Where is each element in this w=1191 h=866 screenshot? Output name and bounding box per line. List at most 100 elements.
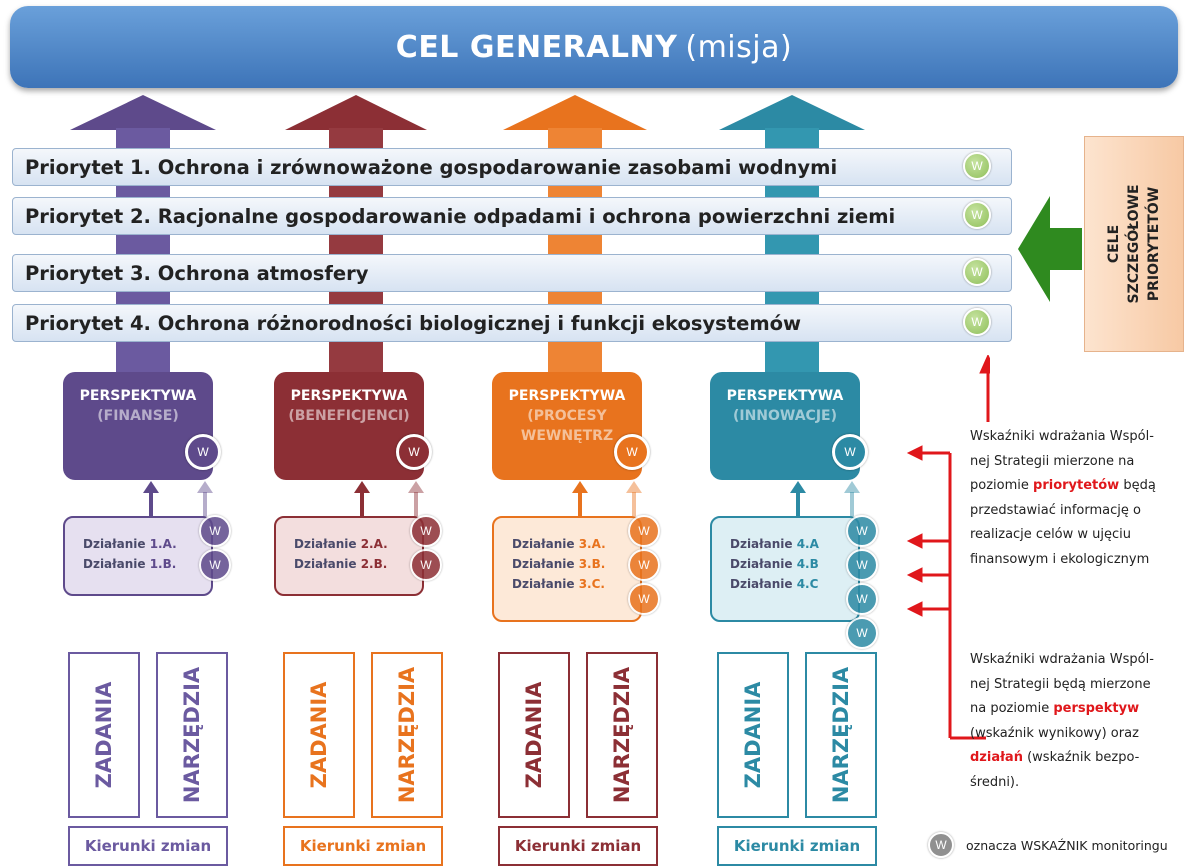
perspective-title: PERSPEKTYWA	[290, 388, 408, 404]
action-prefix: Działanie	[512, 557, 579, 571]
action-item: Działanie 3.B.	[512, 554, 640, 574]
action-number: 4.A	[796, 537, 819, 551]
tools-box: NARZĘDZIA	[156, 652, 228, 818]
tools-label: NARZĘDZIA	[829, 666, 853, 804]
note2-line: średni).	[970, 774, 1020, 790]
directions-label: Kierunki zmian	[299, 837, 427, 855]
tasks-box: ZADANIA	[68, 652, 140, 818]
note2-line: (wskaźnik wynikowy) oraz	[970, 725, 1139, 741]
red-left-arrow-icon	[906, 445, 923, 461]
perspective-subtitle: (FINANSE)	[97, 408, 179, 424]
action-item: Działanie 2.B.	[294, 554, 422, 574]
note2-line: działań (wskaźnik bezpo-	[970, 746, 1185, 771]
tasks-box: ZADANIA	[717, 652, 789, 818]
action-number: 3.B.	[578, 557, 606, 571]
note1-line: realizacje celów w ujęciu	[970, 527, 1132, 542]
indicator-w-icon: W	[846, 583, 878, 615]
note1-line: przedstawiać informację o	[970, 502, 1141, 518]
side-box-line2: SZCZEGÓŁOWE	[1126, 184, 1142, 304]
indicator-w-icon: W	[396, 434, 432, 470]
tools-label: NARZĘDZIA	[395, 666, 419, 804]
perspective-subtitle: (BENEFICJENCI)	[288, 408, 410, 424]
action-prefix: Działanie	[512, 577, 579, 591]
indicator-w-icon: W	[846, 549, 878, 581]
indicator-w-icon: W	[410, 549, 442, 581]
side-box-line3: PRIORYTETÓW	[1146, 186, 1162, 302]
note2-line: Wskaźniki wdrażania Wspól-	[970, 652, 1154, 667]
red-left-arrow-icon	[906, 567, 923, 583]
perspective-subtitle: (PROCESY	[527, 408, 607, 424]
indicator-w-icon: W	[614, 434, 650, 470]
priority-4-label: Priorytet 4. Ochrona różnorodności biolo…	[25, 311, 802, 335]
side-box-line1: CELE	[1106, 224, 1122, 264]
note2-line: nej Strategii będą mierzone	[970, 676, 1151, 692]
tasks-label: ZADANIA	[307, 681, 331, 789]
indicator-w-icon: W	[628, 549, 660, 581]
indicator-w-icon: W	[963, 152, 991, 180]
directions-of-change-box: Kierunki zmian	[283, 826, 443, 866]
legend-text: oznacza WSKAŹNIK monitoringu	[966, 838, 1168, 853]
note1-highlight: priorytetów	[1033, 478, 1120, 493]
note2-text: (wskaźnik bezpo-	[1022, 750, 1140, 765]
priority-3-label: Priorytet 3. Ochrona atmosfery	[25, 261, 369, 285]
priority-1-label: Priorytet 1. Ochrona i zrównoważone gosp…	[25, 155, 838, 179]
directions-label: Kierunki zmian	[84, 837, 212, 855]
specific-goals-box: CELE SZCZEGÓŁOWE PRIORYTETÓW	[1084, 136, 1184, 352]
action-item: Działanie 4.B	[730, 554, 858, 574]
tools-box: NARZĘDZIA	[586, 652, 658, 818]
action-number: 4.C	[796, 577, 819, 591]
note2-highlight: działań	[970, 750, 1023, 765]
banner-title-bold: CEL GENERALNY	[395, 29, 678, 65]
directions-label: Kierunki zmian	[733, 837, 861, 855]
action-item: Działanie 1.A.	[83, 534, 211, 554]
actions-box: Działanie 3.A.Działanie 3.B.Działanie 3.…	[492, 516, 642, 622]
tasks-label: ZADANIA	[92, 681, 116, 789]
note2-text: na poziomie	[970, 701, 1054, 716]
action-number: 1.B.	[149, 557, 177, 571]
banner-title-rest: (misja)	[685, 29, 793, 65]
indicator-w-icon: W	[963, 308, 991, 336]
perspective-subtitle: WEWNĘTRZ	[520, 428, 614, 444]
red-left-arrow-icon	[906, 601, 923, 617]
perspective-subtitle: (INNOWACJE)	[732, 408, 838, 424]
indicator-w-icon: W	[628, 583, 660, 615]
directions-of-change-box: Kierunki zmian	[717, 826, 877, 866]
note1-text: będą	[1119, 478, 1156, 493]
note2-highlight: perspektyw	[1053, 701, 1140, 716]
red-left-arrow-icon	[906, 533, 923, 549]
indicator-w-icon: W	[963, 201, 991, 229]
indicator-w-icon: W	[963, 258, 991, 286]
action-number: 2.B.	[360, 557, 388, 571]
action-number: 2.A.	[360, 537, 388, 551]
action-prefix: Działanie	[294, 557, 361, 571]
action-item: Działanie 4.C	[730, 574, 858, 594]
action-item: Działanie 3.C.	[512, 574, 640, 594]
action-number: 3.A.	[578, 537, 606, 551]
tools-box: NARZĘDZIA	[805, 652, 877, 818]
actions-box: Działanie 2.A. Działanie 2.B.	[274, 516, 424, 596]
note2-line: na poziomie perspektyw	[970, 697, 1185, 722]
tasks-box: ZADANIA	[498, 652, 570, 818]
action-item: Działanie 1.B.	[83, 554, 211, 574]
note1-line: finansowym i ekologicznym	[970, 551, 1150, 567]
action-number: 3.C.	[578, 577, 605, 591]
directions-label: Kierunki zmian	[514, 837, 642, 855]
action-item: Działanie 4.A	[730, 534, 858, 554]
tasks-box: ZADANIA	[283, 652, 355, 818]
indicator-w-icon: W	[199, 515, 231, 547]
indicator-w-icon: W	[832, 434, 868, 470]
priority-4-bar: Priorytet 4. Ochrona różnorodności biolo…	[12, 304, 1012, 342]
tasks-label: ZADANIA	[522, 681, 546, 789]
indicator-w-icon: W	[846, 515, 878, 547]
directions-of-change-box: Kierunki zmian	[68, 826, 228, 866]
tools-label: NARZĘDZIA	[180, 666, 204, 804]
note1-line: poziomie priorytetów będą	[970, 474, 1185, 499]
general-goal-banner: CEL GENERALNY (misja)	[10, 6, 1178, 88]
priority-2-bar: Priorytet 2. Racjonalne gospodarowanie o…	[12, 197, 1012, 235]
indicator-w-icon: W	[199, 549, 231, 581]
indicator-w-icon: W	[628, 515, 660, 547]
perspective-title: PERSPEKTYWA	[79, 388, 197, 404]
perspective-title: PERSPEKTYWA	[726, 388, 844, 404]
note1-text: poziomie	[970, 478, 1034, 493]
